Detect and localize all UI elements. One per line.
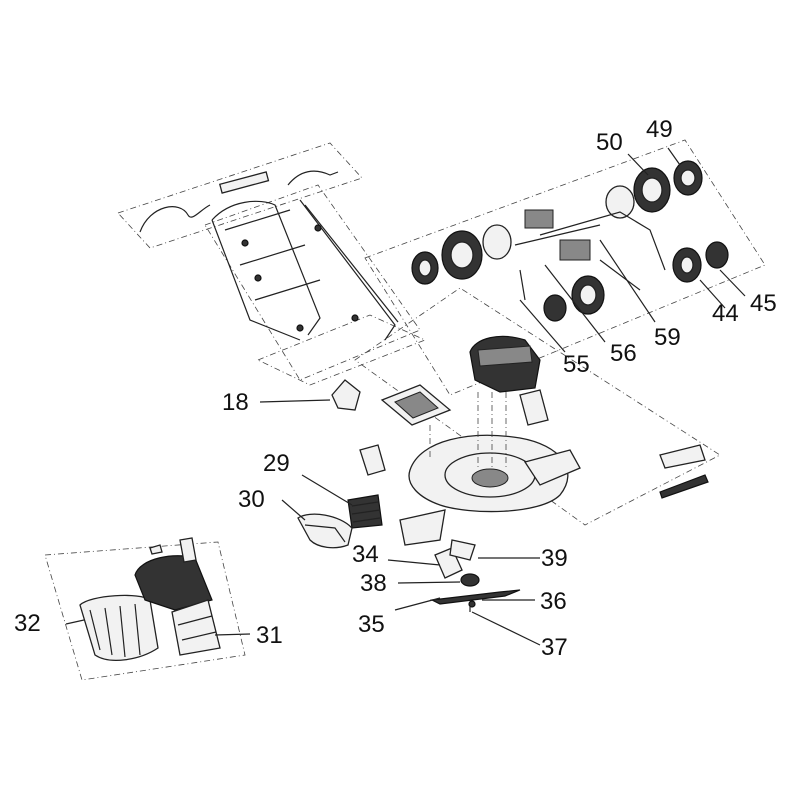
callout-37: 37 — [541, 634, 568, 661]
callout-56: 56 — [610, 340, 637, 367]
callout-44: 44 — [712, 300, 739, 327]
leader-lines — [65, 147, 746, 646]
deck-assembly — [331, 287, 721, 546]
callout-36: 36 — [540, 588, 567, 615]
handle-assembly — [117, 142, 427, 386]
wheel-axle-assembly — [364, 139, 766, 396]
callout-59: 59 — [654, 324, 681, 351]
callout-29: 29 — [263, 450, 290, 477]
callout-30: 30 — [238, 486, 265, 513]
callout-35: 35 — [358, 611, 385, 638]
callout-50: 50 — [596, 129, 623, 156]
callout-18: 18 — [222, 389, 249, 416]
side-discharge-parts — [297, 494, 383, 549]
blade-parts — [659, 444, 709, 499]
callout-32: 32 — [14, 610, 41, 637]
callout-55: 55 — [563, 351, 590, 378]
callout-39: 39 — [541, 545, 568, 572]
blade-stack — [429, 539, 521, 612]
callout-31: 31 — [256, 622, 283, 649]
callout-49: 49 — [646, 116, 673, 143]
callout-34: 34 — [352, 541, 379, 568]
grass-catcher-assembly — [44, 537, 246, 681]
callout-38: 38 — [360, 570, 387, 597]
callout-45: 45 — [750, 290, 777, 317]
